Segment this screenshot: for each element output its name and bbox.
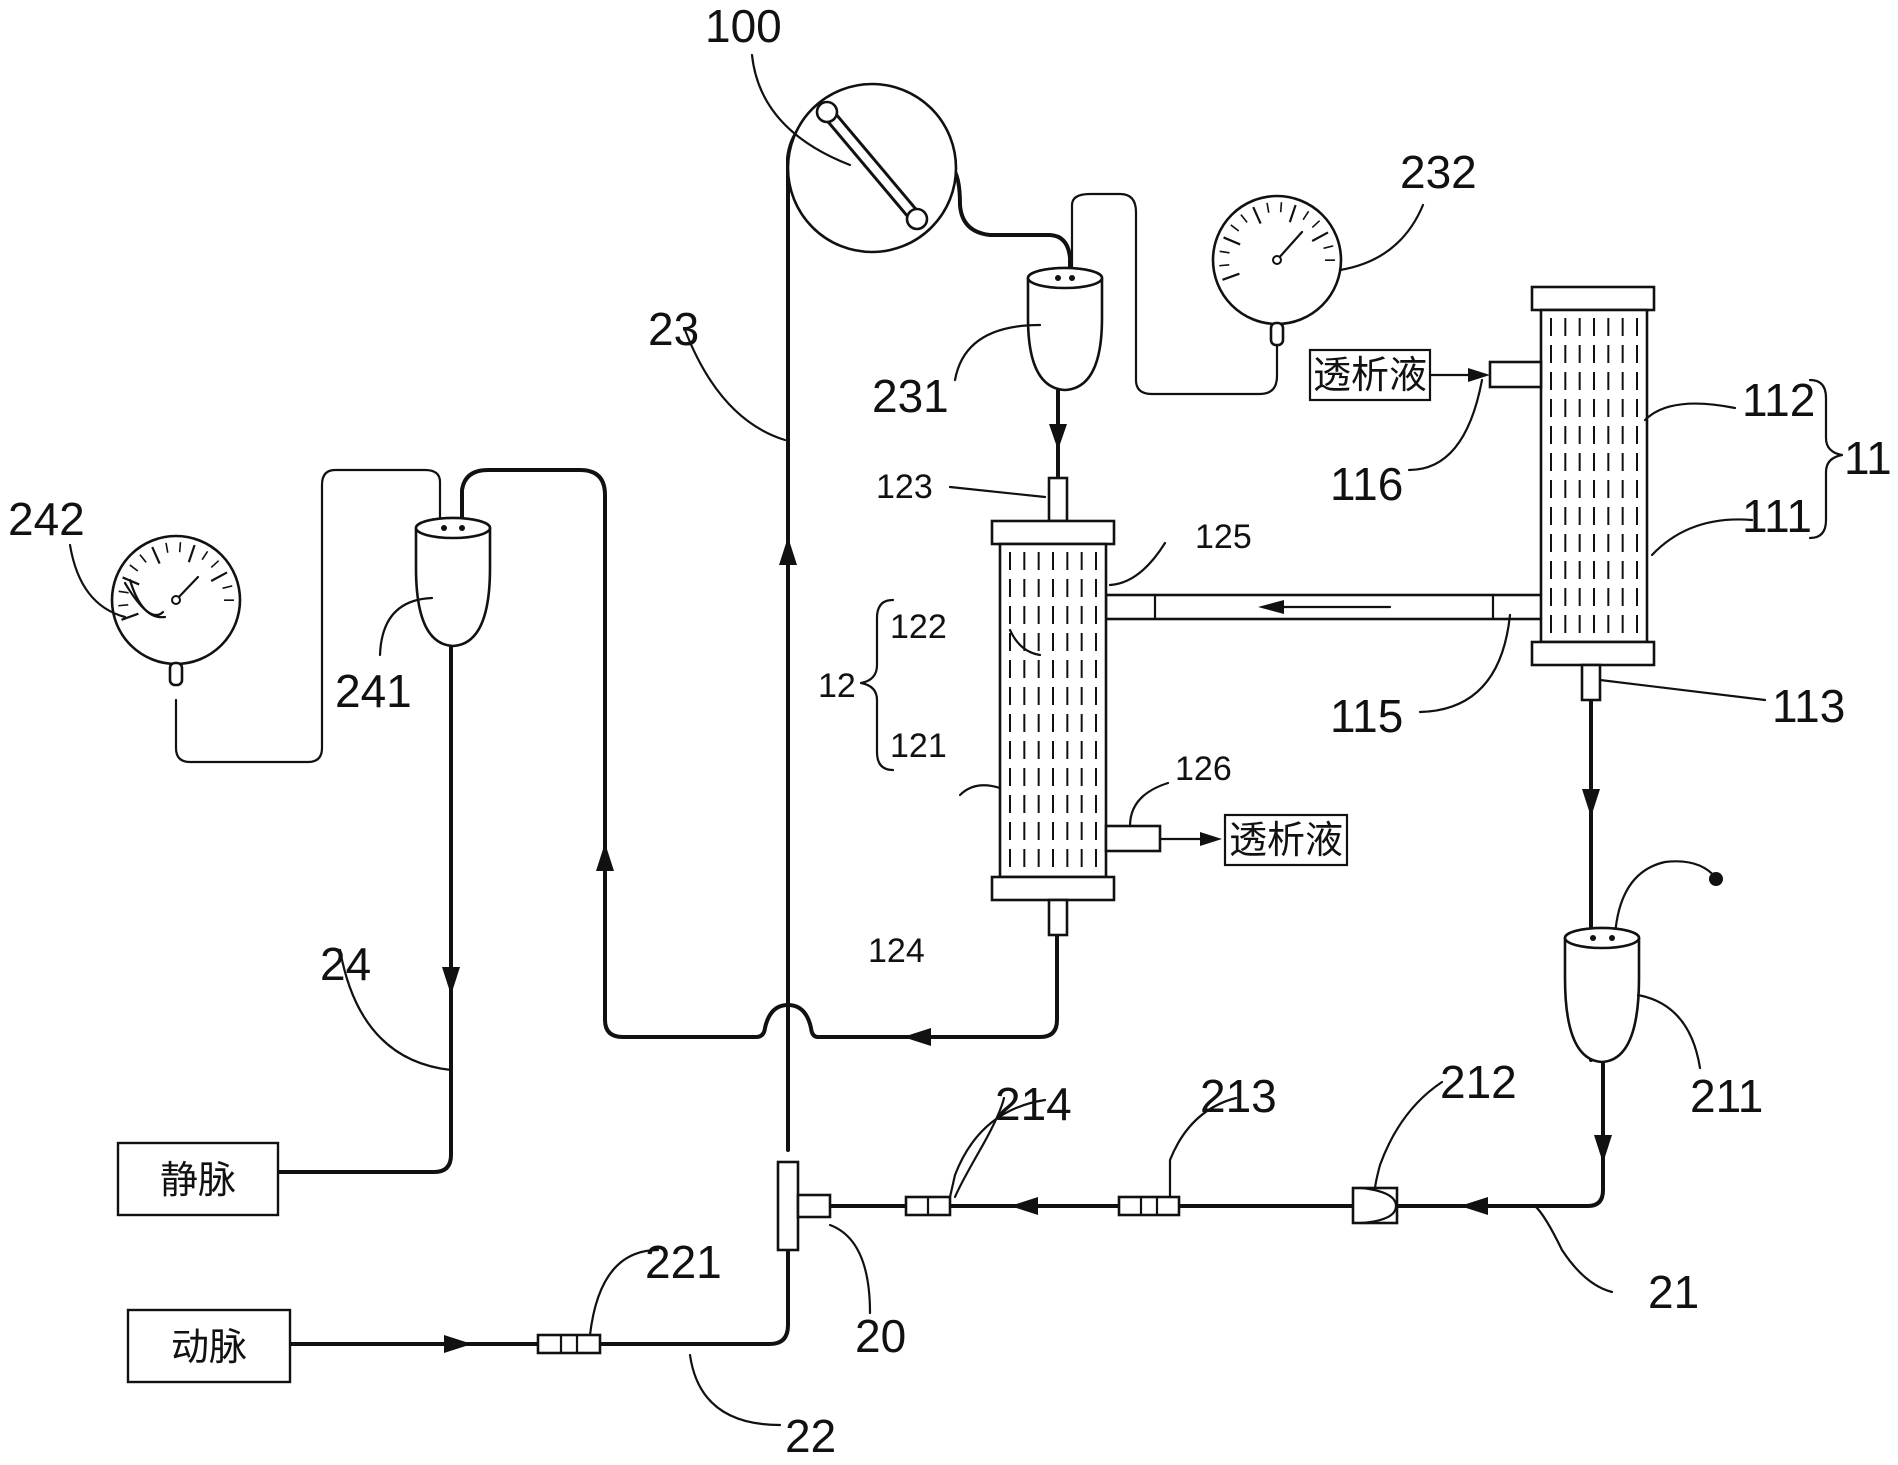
arrow-24-down (442, 967, 460, 995)
blood-pump (788, 84, 956, 252)
dialysate-out-arrowhead (1200, 832, 1222, 846)
ref-116: 116 (1330, 458, 1403, 510)
line-124-return (462, 470, 1057, 1037)
ref-221: 221 (645, 1236, 722, 1288)
gauge-tick (118, 605, 128, 606)
ref-21: 21 (1648, 1266, 1699, 1318)
ref-242: 242 (8, 493, 85, 545)
arrow-113-down (1582, 789, 1600, 817)
ref-24: 24 (320, 938, 371, 990)
vein-label: 静脉 (160, 1160, 236, 1202)
drip-chamber-241 (416, 518, 490, 646)
ref-241: 241 (335, 665, 412, 717)
drip-chamber-231 (1028, 268, 1102, 390)
ref-23: 23 (648, 303, 699, 355)
ref-122: 122 (890, 608, 947, 646)
artery-label: 动脉 (171, 1327, 247, 1369)
ref-231: 231 (872, 370, 949, 422)
artery-box: 动脉 (128, 1310, 290, 1382)
drip-chamber-211 (1565, 928, 1639, 1062)
line-24 (278, 645, 451, 1172)
ref-100: 100 (705, 0, 782, 52)
arrow-211-down (1594, 1135, 1612, 1163)
chamber-211-wire (1615, 861, 1716, 935)
arrow-21-left (1460, 1197, 1488, 1215)
pressure-gauge-232 (1213, 196, 1341, 345)
dialysate-out-label: 透析液 (1229, 820, 1343, 862)
ref-12: 12 (818, 667, 856, 705)
dialysate-in-arrowhead (1468, 368, 1490, 382)
vein-box: 静脉 (118, 1143, 278, 1215)
clamp-221 (538, 1335, 600, 1353)
wire-end-dot (1709, 872, 1723, 886)
arrow-231-down (1049, 424, 1067, 450)
ref-121: 121 (890, 727, 947, 765)
ref-211: 211 (1690, 1070, 1763, 1122)
gauge-tick (180, 542, 181, 552)
arrow-21-left-2 (1010, 1197, 1038, 1215)
arrow-23-up (779, 537, 797, 565)
arrow-return-left (903, 1028, 931, 1046)
brace-12 (861, 600, 893, 770)
ref-125: 125 (1195, 518, 1252, 556)
ref-123: 123 (876, 468, 933, 506)
ref-113: 113 (1772, 680, 1845, 732)
dialysate-in-box: 透析液 (1310, 350, 1430, 400)
ref-112: 112 (1742, 374, 1815, 426)
pump-outlet-line (952, 168, 1070, 275)
ref-22: 22 (785, 1410, 836, 1460)
clamp-214 (906, 1197, 950, 1215)
gauge-tick (1281, 202, 1282, 212)
tee-connector-20 (778, 1162, 830, 1250)
ref-115: 115 (1330, 690, 1403, 742)
dialysate-out-box: 透析液 (1225, 815, 1347, 865)
dialyzer-11 (1490, 287, 1654, 700)
ref-213: 213 (1200, 1070, 1277, 1122)
dialysate-in-label: 透析液 (1313, 355, 1427, 397)
ref-126: 126 (1175, 750, 1232, 788)
dialyzer-12 (992, 478, 1160, 935)
pressure-gauge-242 (112, 536, 240, 685)
ref-111: 111 (1742, 490, 1812, 542)
clamp-213 (1119, 1197, 1179, 1215)
arrow-return-up (596, 843, 614, 871)
ref-232: 232 (1400, 146, 1477, 198)
ref-212: 212 (1440, 1056, 1517, 1108)
ref-11: 11 (1844, 432, 1892, 484)
connector-212 (1353, 1188, 1397, 1223)
gauge-tick (1219, 265, 1229, 266)
ref-124: 124 (868, 932, 925, 970)
ref-214: 214 (995, 1078, 1072, 1130)
line-23 (788, 128, 800, 1150)
arrow-22-right (444, 1335, 472, 1353)
ref-20: 20 (855, 1310, 906, 1362)
